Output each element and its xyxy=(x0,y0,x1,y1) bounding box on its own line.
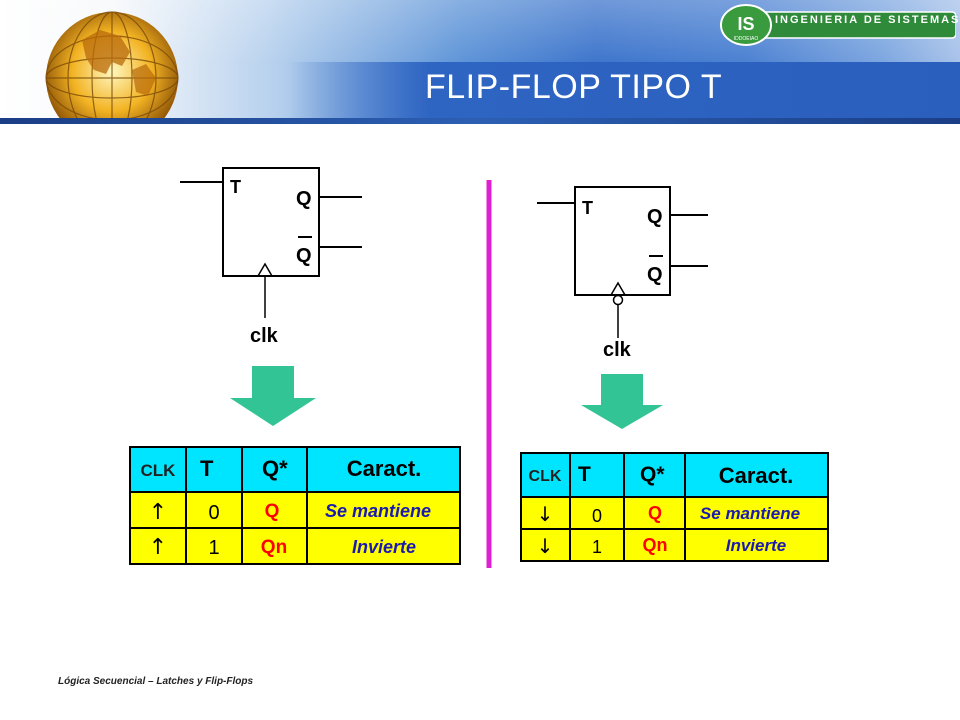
table-right-header-t: T xyxy=(578,463,591,486)
right-down-arrow-icon xyxy=(581,374,663,429)
table-left: CLK T Q* Caract. ↑ 0 Q Se mantiene ↑ 1 Q… xyxy=(129,446,461,565)
table-right-row2-t: 1 xyxy=(592,537,602,557)
ff-right-symbol: T Q Q clk xyxy=(537,186,708,361)
table-left-header-q: Q* xyxy=(262,456,288,481)
table-left-row1-q: Q xyxy=(265,501,280,522)
ff-right-t-label: T xyxy=(582,198,593,218)
footer-text: Lógica Secuencial – Latches y Flip-Flops xyxy=(58,676,254,687)
globe-icon xyxy=(45,11,179,118)
ff-right-qbar-label: Q xyxy=(647,264,663,286)
ff-left-clk-label: clk xyxy=(250,325,279,347)
table-right-header-bg xyxy=(521,453,828,497)
table-right-row2-q: Qn xyxy=(643,535,668,555)
table-left-row1-clk: ↑ xyxy=(149,500,167,525)
table-left-header-caract: Caract. xyxy=(347,456,422,481)
header-divider-line xyxy=(0,118,960,124)
table-right-row1-clk: ↓ xyxy=(537,502,554,526)
table-left-header-clk: CLK xyxy=(141,461,177,480)
table-right-row1-caract: Se mantiene xyxy=(700,504,800,523)
ff-right-edge-triangle xyxy=(610,281,626,296)
table-left-row2-q: Qn xyxy=(261,537,287,558)
ff-left-t-label: T xyxy=(230,177,241,197)
table-left-row2-clk: ↑ xyxy=(149,535,167,560)
logo-badge-subtext: IDDOEIAO xyxy=(734,36,759,42)
ff-right-clk-label: clk xyxy=(603,339,632,361)
logo-badge-text: IS xyxy=(737,14,754,34)
table-left-header-t: T xyxy=(200,456,214,481)
ff-left-edge-triangle xyxy=(257,262,273,277)
ff-left-q-label: Q xyxy=(296,188,312,210)
table-right-row2-caract: Invierte xyxy=(726,536,786,555)
ff-left-box xyxy=(222,167,320,277)
left-down-arrow-icon xyxy=(230,366,316,426)
logo-text: INGENIERIA DE SISTEMAS xyxy=(775,14,960,26)
table-right-header-caract: Caract. xyxy=(719,463,794,488)
ff-right-box xyxy=(574,186,671,296)
logo-banner: IS IDDOEIAO xyxy=(720,4,956,46)
table-right-row1-q: Q xyxy=(648,503,662,523)
ff-right-inversion-bubble xyxy=(612,294,624,306)
slide-header: FLIP-FLOP TIPO T IS IDDOEIAO INGENIERIA … xyxy=(0,0,960,124)
ff-left-symbol: T Q Q clk xyxy=(180,167,362,347)
table-right: CLK T Q* Caract. ↓ 0 Q Se mantiene ↓ 1 Q… xyxy=(520,452,829,562)
table-right-header-clk: CLK xyxy=(529,468,562,485)
table-right-row1-t: 0 xyxy=(592,506,602,526)
ff-left-qbar-label: Q xyxy=(296,245,312,267)
table-right-row2-clk: ↓ xyxy=(537,534,554,558)
table-left-row2-t: 1 xyxy=(208,537,219,559)
table-left-row2-caract: Invierte xyxy=(352,537,416,557)
table-left-row1-t: 0 xyxy=(208,502,219,524)
table-right-header-q: Q* xyxy=(640,463,665,486)
ff-right-q-label: Q xyxy=(647,206,663,228)
table-left-row1-caract: Se mantiene xyxy=(325,501,431,521)
slide-title: FLIP-FLOP TIPO T xyxy=(425,68,723,106)
